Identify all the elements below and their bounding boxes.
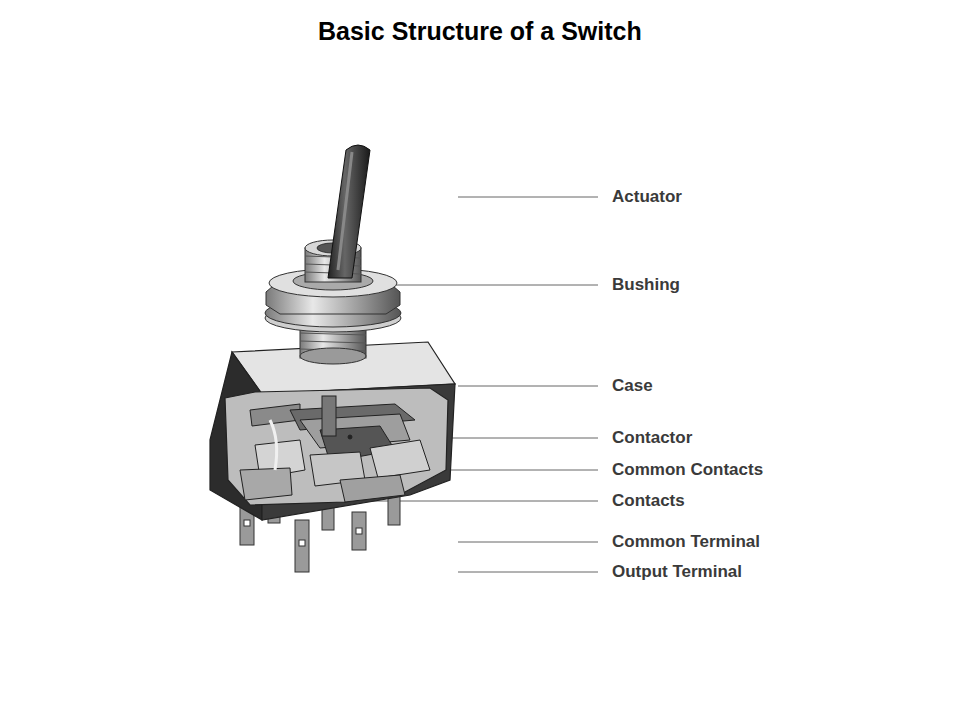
mechanism bbox=[240, 396, 430, 502]
part-label: Common Terminal bbox=[612, 532, 760, 552]
part-label: Actuator bbox=[612, 187, 682, 207]
part-label: Common Contacts bbox=[612, 460, 763, 480]
part-label: Contactor bbox=[612, 428, 692, 448]
diagram-title: Basic Structure of a Switch bbox=[318, 17, 642, 46]
part-label: Output Terminal bbox=[612, 562, 742, 582]
part-label: Case bbox=[612, 376, 653, 396]
part-label: Bushing bbox=[612, 275, 680, 295]
actuator bbox=[328, 145, 370, 278]
case bbox=[210, 342, 455, 520]
part-label: Contacts bbox=[612, 491, 685, 511]
